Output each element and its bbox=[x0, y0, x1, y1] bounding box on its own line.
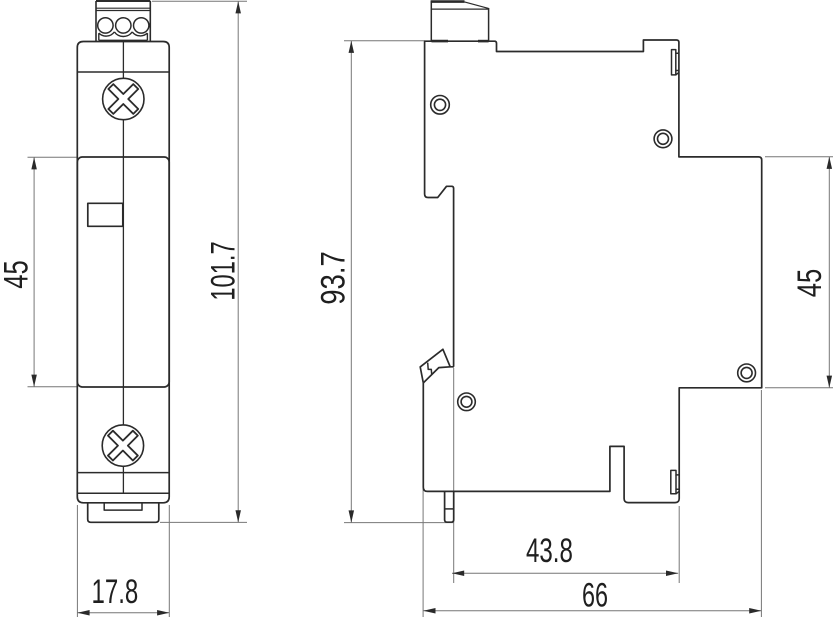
svg-text:93.7: 93.7 bbox=[314, 251, 352, 305]
svg-text:45: 45 bbox=[792, 269, 829, 298]
svg-text:43.8: 43.8 bbox=[526, 532, 573, 570]
svg-text:17.8: 17.8 bbox=[92, 573, 139, 611]
svg-text:66: 66 bbox=[582, 577, 608, 614]
svg-text:45: 45 bbox=[0, 260, 36, 289]
svg-text:101.7: 101.7 bbox=[204, 241, 242, 300]
